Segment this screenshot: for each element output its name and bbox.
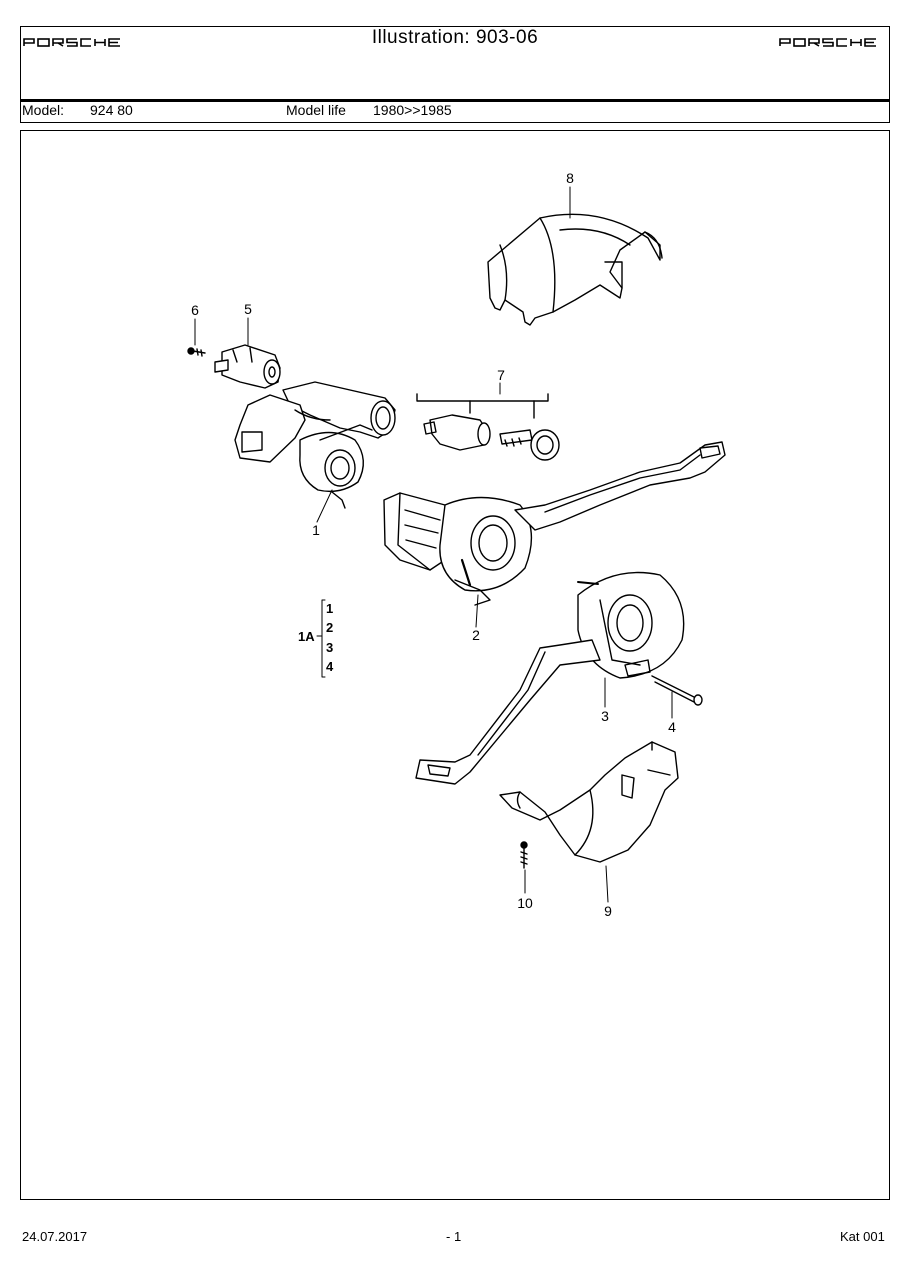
screw-part-4: [651, 675, 703, 706]
screw-part-6: [187, 347, 206, 357]
set-item-2: 2: [326, 620, 333, 635]
upper-column-cover: [487, 213, 663, 326]
combination-switch-part-2: [383, 441, 726, 606]
set-item-1: 1: [326, 601, 333, 616]
callout-8: 8: [566, 170, 574, 186]
model-life-label: Model life: [286, 102, 346, 118]
model-bar-frame: [20, 101, 890, 123]
footer-catalog: Kat 001: [840, 1229, 885, 1244]
footer-page-number: - 1: [446, 1229, 462, 1244]
lock-cylinder-with-key: [416, 393, 560, 461]
combination-switch-part-3: [415, 571, 685, 785]
screw-part-10: [520, 841, 528, 869]
model-value: 924 80: [90, 102, 133, 118]
callout-4: 4: [668, 719, 676, 735]
callout-1: 1: [312, 522, 320, 538]
set-label: 1A: [298, 629, 315, 644]
page-title: Illustration: 903-06: [371, 27, 539, 48]
lower-column-cover: [499, 741, 679, 863]
model-label: Model:: [22, 102, 65, 118]
set-item-4: 4: [326, 659, 334, 674]
porsche-logo-right: [779, 38, 876, 47]
steering-lock-housing: [234, 381, 396, 509]
callout-7: 7: [497, 367, 505, 383]
ignition-switch: [214, 344, 281, 389]
set-bracket: [316, 599, 326, 678]
callout-10: 10: [517, 895, 533, 911]
drawing-frame: [20, 130, 890, 1200]
model-life-value: 1980>>1985: [373, 102, 452, 118]
header-frame: [20, 26, 890, 102]
set-item-3: 3: [326, 640, 333, 655]
callout-3: 3: [601, 708, 609, 724]
porsche-logo-left: [23, 38, 120, 47]
callout-9: 9: [604, 903, 612, 919]
footer-date: 24.07.2017: [22, 1229, 88, 1244]
callout-2: 2: [472, 627, 480, 643]
callout-5: 5: [244, 301, 252, 317]
callout-6: 6: [191, 302, 199, 318]
leader-lines: [194, 186, 673, 903]
